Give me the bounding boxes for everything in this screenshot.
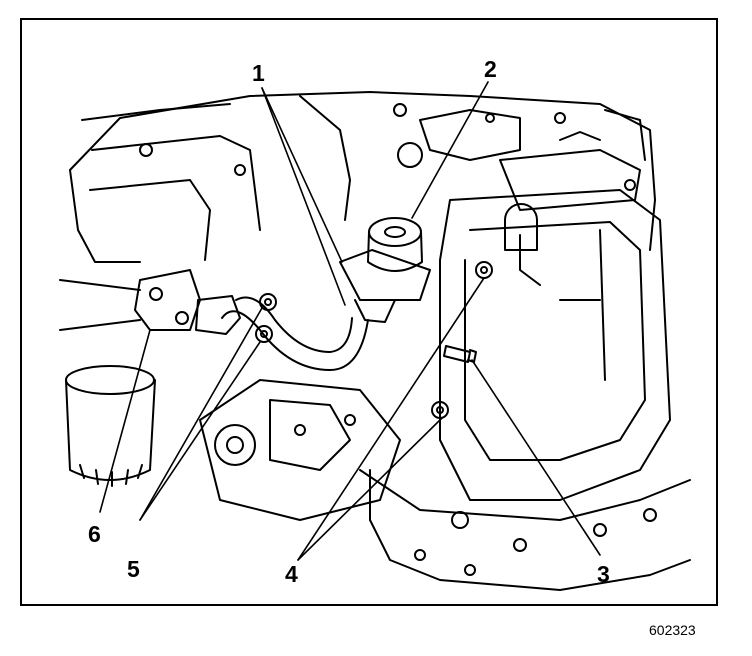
egr-pipe [195, 295, 369, 371]
egr-valve [339, 217, 431, 323]
callout-1-label: 1 [252, 60, 265, 86]
leader-lines [99, 81, 601, 561]
exhaust-flange [59, 269, 201, 331]
callout-4-label: 4 [285, 561, 298, 587]
callout-6-label: 6 [88, 521, 101, 547]
oil-filter [65, 365, 156, 487]
valve-cover [439, 189, 671, 501]
callout-5-label: 5 [127, 556, 140, 582]
callout-3-label: 3 [597, 561, 610, 587]
engine-block [69, 91, 656, 263]
fasteners [255, 261, 493, 419]
figure-number: 602323 [649, 622, 696, 638]
oil-pan [359, 469, 691, 591]
callout-2-label: 2 [484, 56, 497, 82]
